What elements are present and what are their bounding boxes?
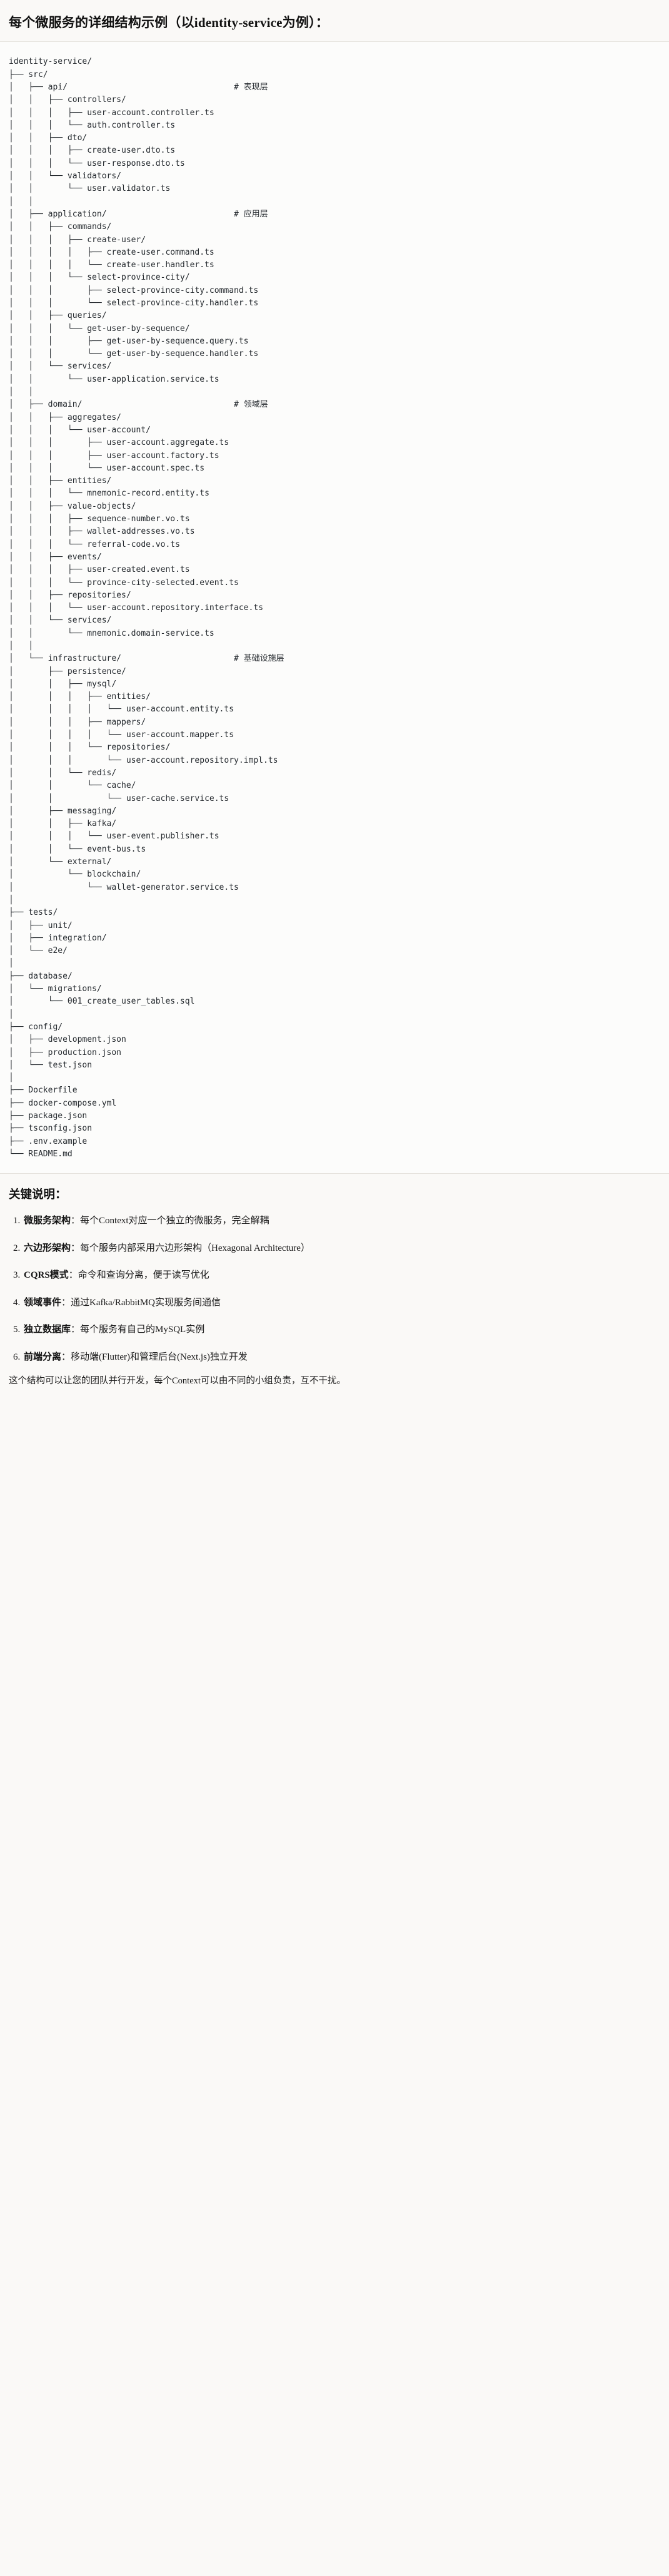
list-item: CQRS模式：命令和查询分离，便于读写优化 — [23, 1268, 660, 1283]
list-item: 领域事件：通过Kafka/RabbitMQ实现服务间通信 — [23, 1296, 660, 1310]
code-block-directory-tree: identity-service/ ├── src/ │ ├── api/ # … — [0, 42, 669, 1174]
note-term: 六边形架构 — [24, 1243, 71, 1253]
list-item: 微服务架构：每个Context对应一个独立的微服务，完全解耦 — [23, 1214, 660, 1228]
note-description: 每个服务内部采用六边形架构（Hexagonal Architecture） — [80, 1243, 310, 1253]
closing-paragraph: 这个结构可以让您的团队并行开发，每个Context可以由不同的小组负责，互不干扰… — [9, 1376, 346, 1387]
note-term: 微服务架构 — [24, 1216, 71, 1226]
note-separator: ： — [71, 1216, 81, 1226]
key-notes-section: 关键说明： 微服务架构：每个Context对应一个独立的微服务，完全解耦 六边形… — [0, 1174, 669, 1400]
note-description: 移动端(Flutter)和管理后台(Next.js)独立开发 — [71, 1352, 248, 1362]
key-notes-heading: 关键说明： — [9, 1189, 67, 1202]
document-header: 每个微服务的详细结构示例（以identity-service为例）： — [0, 0, 669, 43]
key-notes-list: 微服务架构：每个Context对应一个独立的微服务，完全解耦 六边形架构：每个服… — [9, 1214, 660, 1364]
note-term: 独立数据库 — [24, 1325, 71, 1335]
note-separator: ： — [61, 1352, 71, 1362]
note-separator: ： — [71, 1243, 81, 1253]
page-title: 每个微服务的详细结构示例（以identity-service为例）： — [9, 15, 329, 30]
note-separator: ： — [68, 1270, 78, 1281]
note-term: 前端分离 — [24, 1352, 62, 1362]
note-separator: ： — [61, 1297, 71, 1308]
list-item: 六边形架构：每个服务内部采用六边形架构（Hexagonal Architectu… — [23, 1241, 660, 1256]
note-description: 每个Context对应一个独立的微服务，完全解耦 — [80, 1216, 269, 1226]
directory-tree-content: identity-service/ ├── src/ │ ├── api/ # … — [9, 57, 284, 1159]
note-description: 命令和查询分离，便于读写优化 — [78, 1270, 209, 1281]
note-description: 通过Kafka/RabbitMQ实现服务间通信 — [71, 1297, 221, 1308]
list-item: 前端分离：移动端(Flutter)和管理后台(Next.js)独立开发 — [23, 1350, 660, 1365]
list-item: 独立数据库：每个服务有自己的MySQL实例 — [23, 1323, 660, 1337]
note-term: 领域事件 — [24, 1297, 62, 1308]
note-term: CQRS模式 — [24, 1270, 69, 1281]
note-description: 每个服务有自己的MySQL实例 — [80, 1325, 205, 1335]
note-separator: ： — [71, 1325, 81, 1335]
